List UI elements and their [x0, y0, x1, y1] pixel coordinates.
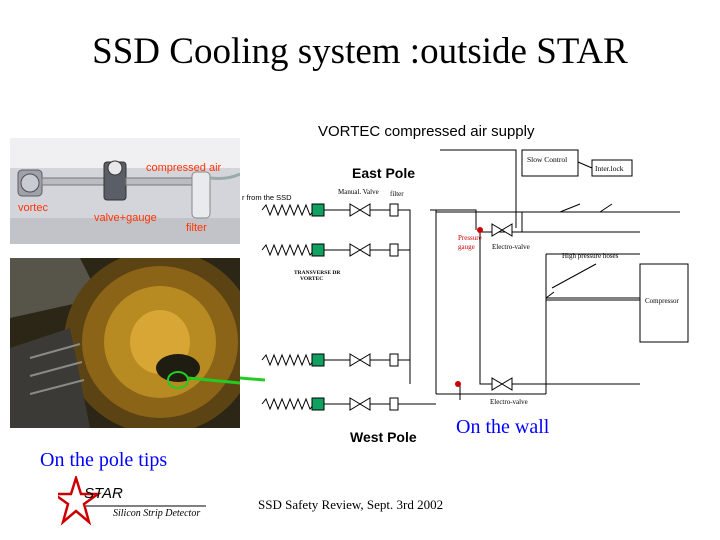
pressure-gauge-label-2: gauge	[458, 243, 475, 251]
slow-control-box	[521, 149, 579, 177]
footer-text: SSD Safety Review, Sept. 3rd 2002	[258, 497, 444, 512]
east-cooling-row-1	[261, 203, 399, 217]
compressor-top-line	[546, 299, 641, 304]
transverse-label-1: TRANSVERSE DR	[294, 270, 341, 276]
west-return-line	[545, 382, 640, 394]
vortec-assembly-drawing	[10, 138, 240, 244]
label-compressed-air: compressed air	[146, 162, 222, 174]
electro-valve-bottom-label: Electro-valve	[490, 398, 528, 406]
interlock-label: Inter.lock	[595, 164, 624, 173]
east-pole-label: East Pole	[352, 165, 415, 181]
label-valve-gauge: valve+gauge	[94, 212, 157, 224]
filter-label: filter	[390, 190, 404, 198]
logo-name: STAR	[84, 485, 123, 502]
electro-valve-top	[491, 223, 513, 237]
west-cooling-row-2	[261, 397, 436, 411]
compressor-box	[639, 263, 689, 343]
interlock-switches	[559, 203, 660, 213]
pressure-gauge-node-bottom	[455, 381, 461, 387]
slow-control-label: Slow Control	[527, 155, 567, 164]
manual-valve-label: Manual. Valve	[338, 188, 379, 196]
label-filter: filter	[186, 222, 207, 234]
star-logo-icon	[58, 476, 102, 526]
slide-title: SSD Cooling system :outside STAR	[92, 31, 628, 72]
west-cooling-row-1	[261, 353, 410, 367]
west-pole-label: West Pole	[350, 429, 417, 445]
pole-tip-photo	[10, 258, 240, 428]
label-vortec: vortec	[18, 202, 48, 214]
cooling-schematic: VORTEC compressed air supply East Pole W…	[240, 123, 689, 445]
high-pressure-hoses-label: High pressure hoses	[562, 252, 619, 260]
hoses-pointer	[545, 263, 597, 299]
pressure-gauge-label-1: Pressure	[458, 234, 482, 242]
east-cooling-row-2	[261, 243, 410, 257]
supply-title: VORTEC compressed air supply	[318, 123, 535, 140]
on-the-pole-tips-label: On the pole tips	[40, 449, 168, 471]
supply-line-2	[430, 209, 477, 230]
hose-link-line	[240, 376, 266, 382]
from-ssd-label: r from the SSD	[242, 193, 292, 202]
supply-line-1	[440, 149, 517, 228]
pressure-gauge-node-top	[477, 227, 483, 233]
vortec-assembly-photo: compressed air vortec valve+gauge filter	[10, 138, 240, 244]
transverse-label-2: VORTEC	[300, 276, 323, 282]
star-logo: STAR	[58, 476, 206, 526]
electro-valve-bottom	[491, 377, 513, 391]
pressure-line	[479, 230, 547, 385]
on-the-wall-label: On the wall	[456, 416, 550, 438]
control-link	[577, 161, 593, 169]
electro-valve-top-label: Electro-valve	[492, 243, 530, 251]
pole-tip-drawing	[10, 258, 240, 428]
compressor-label: Compressor	[645, 297, 680, 305]
logo-subtitle: Silicon Strip Detector	[113, 508, 201, 519]
